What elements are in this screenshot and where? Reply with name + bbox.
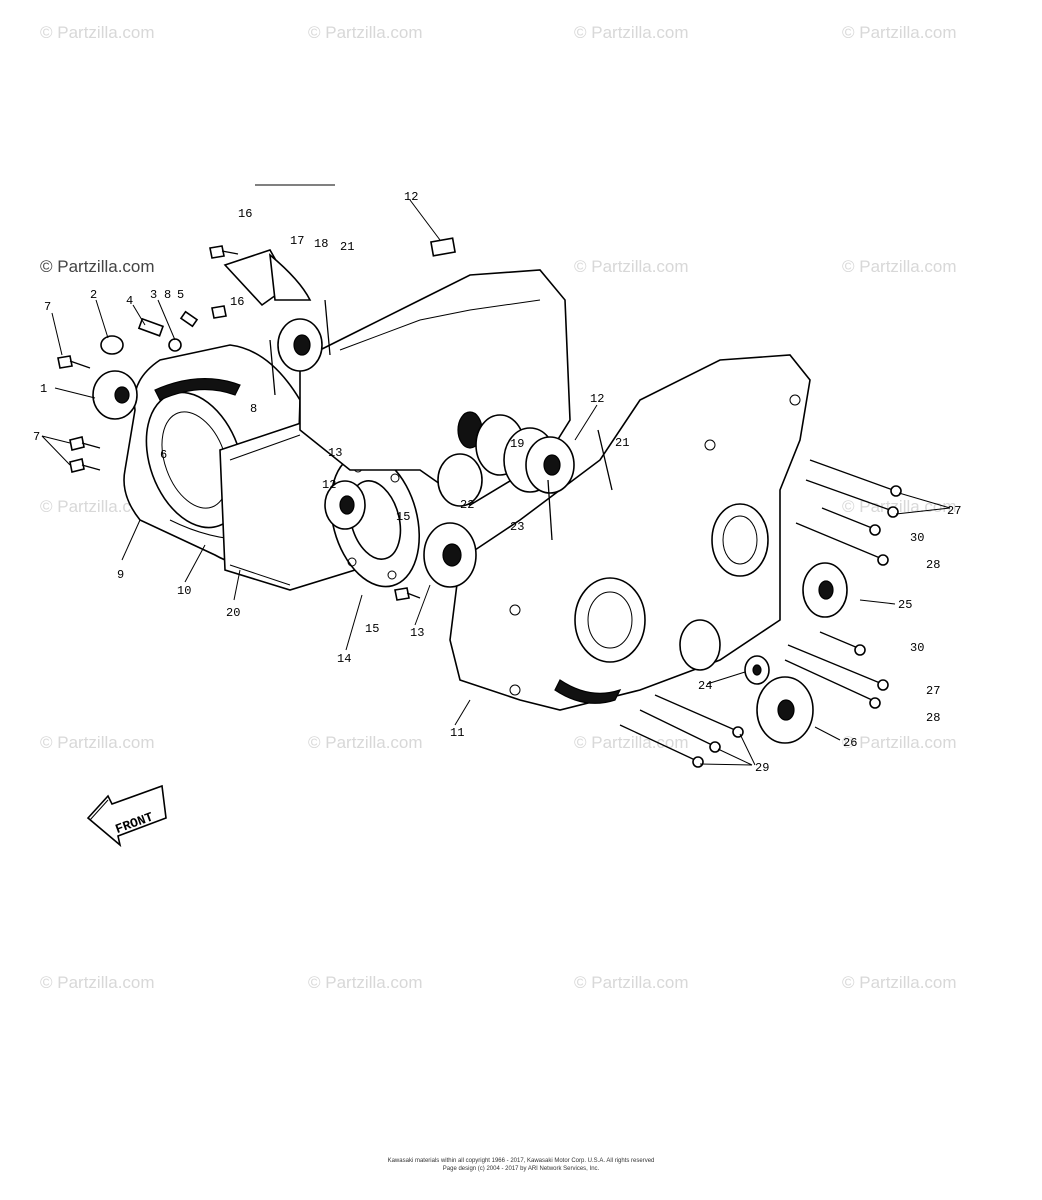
callout-12-top: 12 <box>404 190 418 204</box>
watermark-highlight: © Partzilla.com <box>40 257 155 276</box>
callout-27: 27 <box>947 504 961 518</box>
callout-15-upper: 15 <box>396 510 410 524</box>
watermark: © Partzilla.com <box>574 973 689 992</box>
callout-25: 25 <box>898 598 912 612</box>
watermark: © Partzilla.com <box>842 733 957 752</box>
callout-5: 5 <box>177 288 184 302</box>
callout-13: 13 <box>410 626 424 640</box>
watermark: © Partzilla.com <box>308 733 423 752</box>
upper-crankcase <box>299 269 571 507</box>
callout-10: 10 <box>177 584 191 598</box>
bearings <box>92 318 848 744</box>
callout-12-left: 12 <box>322 478 336 492</box>
callout-12-mid: 12 <box>590 392 604 406</box>
callout-14: 14 <box>337 652 351 666</box>
long-bolts-right <box>619 459 902 768</box>
small-parts <box>100 237 456 355</box>
callout-21: 21 <box>615 436 629 450</box>
callout-26: 26 <box>843 736 857 750</box>
callout-27-lower: 27 <box>926 684 940 698</box>
watermark: © Partzilla.com <box>574 23 689 42</box>
watermark: © Partzilla.com <box>842 257 957 276</box>
callout-2: 2 <box>90 288 97 302</box>
callout-7-second: 7 <box>33 430 40 444</box>
callout-28: 28 <box>926 558 940 572</box>
watermark: © Partzilla.com <box>40 497 155 516</box>
callout-24: 24 <box>698 679 712 693</box>
callout-13-left: 13 <box>328 446 342 460</box>
callout-15: 15 <box>365 622 379 636</box>
callout-11: 11 <box>450 726 464 740</box>
copyright-footer: Kawasaki materials within all copyright … <box>0 1157 1042 1173</box>
callout-22: 22 <box>460 498 474 512</box>
watermark: © Partzilla.com <box>40 23 155 42</box>
callout-1: 1 <box>40 382 47 396</box>
callout-29: 29 <box>755 761 769 775</box>
watermark: © Partzilla.com <box>574 733 689 752</box>
callout-18: 18 <box>314 237 328 251</box>
callout-16-lower: 16 <box>230 295 244 309</box>
callout-9: 9 <box>117 568 124 582</box>
copyright-line-2: Page design (c) 2004 - 2017 by ARI Netwo… <box>442 1166 600 1172</box>
callout-labels: 1 2 3 4 5 7 7 8 8 9 10 11 12 12 12 13 13… <box>33 190 961 775</box>
callout-23: 23 <box>510 520 524 534</box>
watermark: © Partzilla.com <box>574 257 689 276</box>
callout-21-top: 21 <box>340 240 354 254</box>
callout-8: 8 <box>250 402 257 416</box>
watermark: © Partzilla.com <box>308 973 423 992</box>
copyright-line-1: Kawasaki materials within all copyright … <box>387 1158 655 1164</box>
watermark-grid: © Partzilla.com © Partzilla.com © Partzi… <box>40 23 957 992</box>
callout-16: 16 <box>238 207 252 221</box>
leader-lines <box>41 199 951 766</box>
callout-7: 7 <box>44 300 51 314</box>
callout-3: 3 <box>150 288 157 302</box>
callout-28-lower: 28 <box>926 711 940 725</box>
callout-30-lower: 30 <box>910 641 924 655</box>
studs <box>269 299 613 541</box>
front-arrow: FRONT <box>86 784 167 848</box>
watermark: © Partzilla.com <box>842 973 957 992</box>
watermark: © Partzilla.com <box>40 733 155 752</box>
watermark: © Partzilla.com <box>40 973 155 992</box>
callout-19: 19 <box>510 437 524 451</box>
callout-30: 30 <box>910 531 924 545</box>
callout-17: 17 <box>290 234 304 248</box>
callout-4: 4 <box>126 294 133 308</box>
callout-6: 6 <box>160 448 167 462</box>
callout-20: 20 <box>226 606 240 620</box>
callout-8-small: 8 <box>164 288 171 302</box>
watermark: © Partzilla.com <box>308 23 423 42</box>
right-crankcase <box>449 354 811 711</box>
watermark: © Partzilla.com <box>842 23 957 42</box>
bolts-left <box>57 245 421 601</box>
